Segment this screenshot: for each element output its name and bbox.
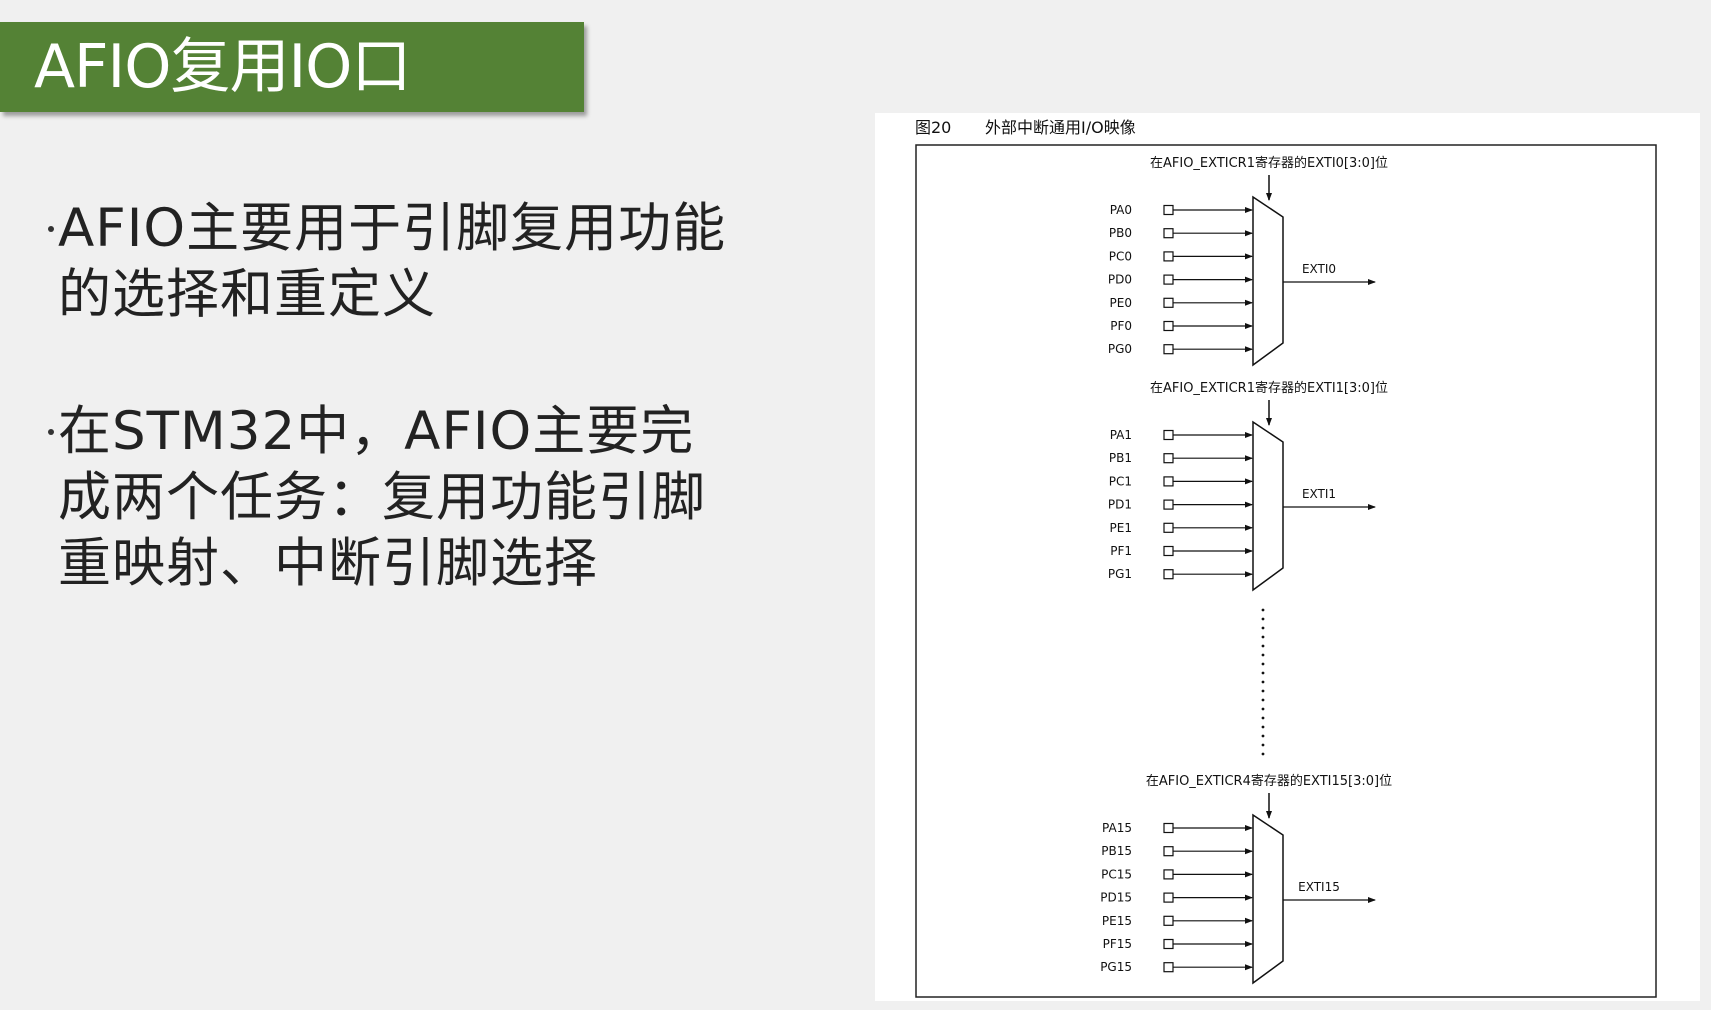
ellipsis-dot [1261,671,1265,675]
input-pin-box [1163,569,1174,580]
register-label: 在AFIO_EXTICR4寄存器的EXTI15[3:0]位 [1146,773,1392,789]
ellipsis-dot [1261,698,1265,702]
ellipsis-dot [1261,734,1265,738]
input-pin-label: PB0 [1109,226,1132,240]
input-pin-box [1163,545,1174,557]
input-pin-box [1163,251,1174,262]
input-pin-box [1163,869,1174,880]
input-pin-label: PF0 [1110,319,1132,333]
input-pin-box [1163,274,1174,285]
input-pin-box [1163,822,1174,834]
input-pin-label: PF1 [1110,544,1132,558]
input-pin-box [1163,499,1174,510]
ellipsis-dot [1261,608,1265,612]
input-pin-label: PC1 [1109,474,1132,488]
mux-group: 在AFIO_EXTICR1寄存器的EXTI1[3:0]位 PA1PB1PC1PD1… [1108,380,1388,592]
multiplexer [1252,813,1284,985]
mux-group: 在AFIO_EXTICR1寄存器的EXTI0[3:0]位 PA0PB0PC0PD0… [1108,155,1388,367]
title-banner: AFIO复用IO口 [0,22,584,112]
exti-mapping-diagram: 图20 外部中断通用I/O映像 在AFIO_EXTICR1寄存器的EXTI0[3… [915,118,1657,998]
bullet-text: 在STM32中，AFIO主要完成两个任务：复用功能引脚重映射、中断引脚选择 [58,401,706,594]
bullet-text: AFIO主要用于引脚复用功能的选择和重定义 [58,198,727,325]
multiplexer [1252,195,1284,367]
ellipsis-dot [1261,635,1265,639]
ellipsis-dot [1261,653,1265,657]
bullet-item: AFIO主要用于引脚复用功能的选择和重定义 [48,196,748,328]
input-pin-label: PA1 [1110,428,1132,442]
input-pin-box [1163,915,1174,926]
ellipsis-dot [1261,626,1265,630]
ellipsis-dot [1261,725,1265,729]
ellipsis-dot [1261,662,1265,666]
input-pin-box [1163,204,1174,216]
output-label: EXTI0 [1302,262,1336,276]
bullet-item: 在STM32中，AFIO主要完成两个任务：复用功能引脚重映射、中断引脚选择 [48,399,748,597]
bullet-dot [48,429,54,435]
input-pin-label: PD15 [1100,891,1132,905]
mux-group: 在AFIO_EXTICR4寄存器的EXTI15[3:0]位 PA15PB15PC1… [1100,773,1392,985]
input-pin-box [1163,344,1174,355]
input-pin-label: PA0 [1110,203,1132,217]
ellipsis-dot [1261,617,1265,621]
mux-groups: 在AFIO_EXTICR1寄存器的EXTI0[3:0]位 PA0PB0PC0PD0… [1100,155,1392,985]
input-pin-label: PE0 [1110,296,1132,310]
input-pin-box [1163,228,1174,239]
ellipsis-dot [1261,680,1265,684]
input-pin-label: PG0 [1108,342,1132,356]
output-label: EXTI15 [1298,880,1340,894]
input-pin-box [1163,453,1174,464]
input-pin-box [1163,476,1174,487]
input-pin-label: PC0 [1109,249,1132,263]
input-pin-label: PG15 [1100,960,1132,974]
input-pin-label: PF15 [1103,937,1132,951]
input-pin-box [1163,320,1174,332]
input-pin-label: PD0 [1108,273,1132,287]
input-pin-box [1163,429,1174,441]
register-label: 在AFIO_EXTICR1寄存器的EXTI0[3:0]位 [1150,155,1388,171]
input-pin-label: PA15 [1102,821,1132,835]
figure-frame [915,144,1657,998]
multiplexer [1252,420,1284,592]
figure-caption: 外部中断通用I/O映像 [985,118,1136,137]
ellipsis-dot [1261,716,1265,720]
input-pin-label: PB15 [1101,844,1132,858]
ellipsis-dot [1261,689,1265,693]
figure-panel: 图20 外部中断通用I/O映像 在AFIO_EXTICR1寄存器的EXTI0[3… [875,113,1700,1001]
input-pin-box [1163,522,1174,533]
page-title: AFIO复用IO口 [34,32,411,102]
input-pin-box [1163,846,1174,857]
ellipsis-dots [1261,608,1265,756]
input-pin-box [1163,297,1174,308]
ellipsis-dot [1261,707,1265,711]
input-pin-box [1163,962,1174,973]
bullet-dot [48,226,54,232]
figure-number: 图20 [915,118,951,137]
input-pin-label: PE15 [1102,914,1132,928]
input-pin-box [1163,892,1174,903]
output-label: EXTI1 [1302,487,1336,501]
input-pin-label: PG1 [1108,567,1132,581]
ellipsis-dot [1261,644,1265,648]
input-pin-label: PD1 [1108,498,1132,512]
input-pin-label: PC15 [1101,867,1132,881]
ellipsis-dot [1261,752,1265,756]
register-label: 在AFIO_EXTICR1寄存器的EXTI1[3:0]位 [1150,380,1388,396]
ellipsis-dot [1261,743,1265,747]
input-pin-box [1163,938,1174,950]
input-pin-label: PB1 [1109,451,1132,465]
input-pin-label: PE1 [1110,521,1132,535]
